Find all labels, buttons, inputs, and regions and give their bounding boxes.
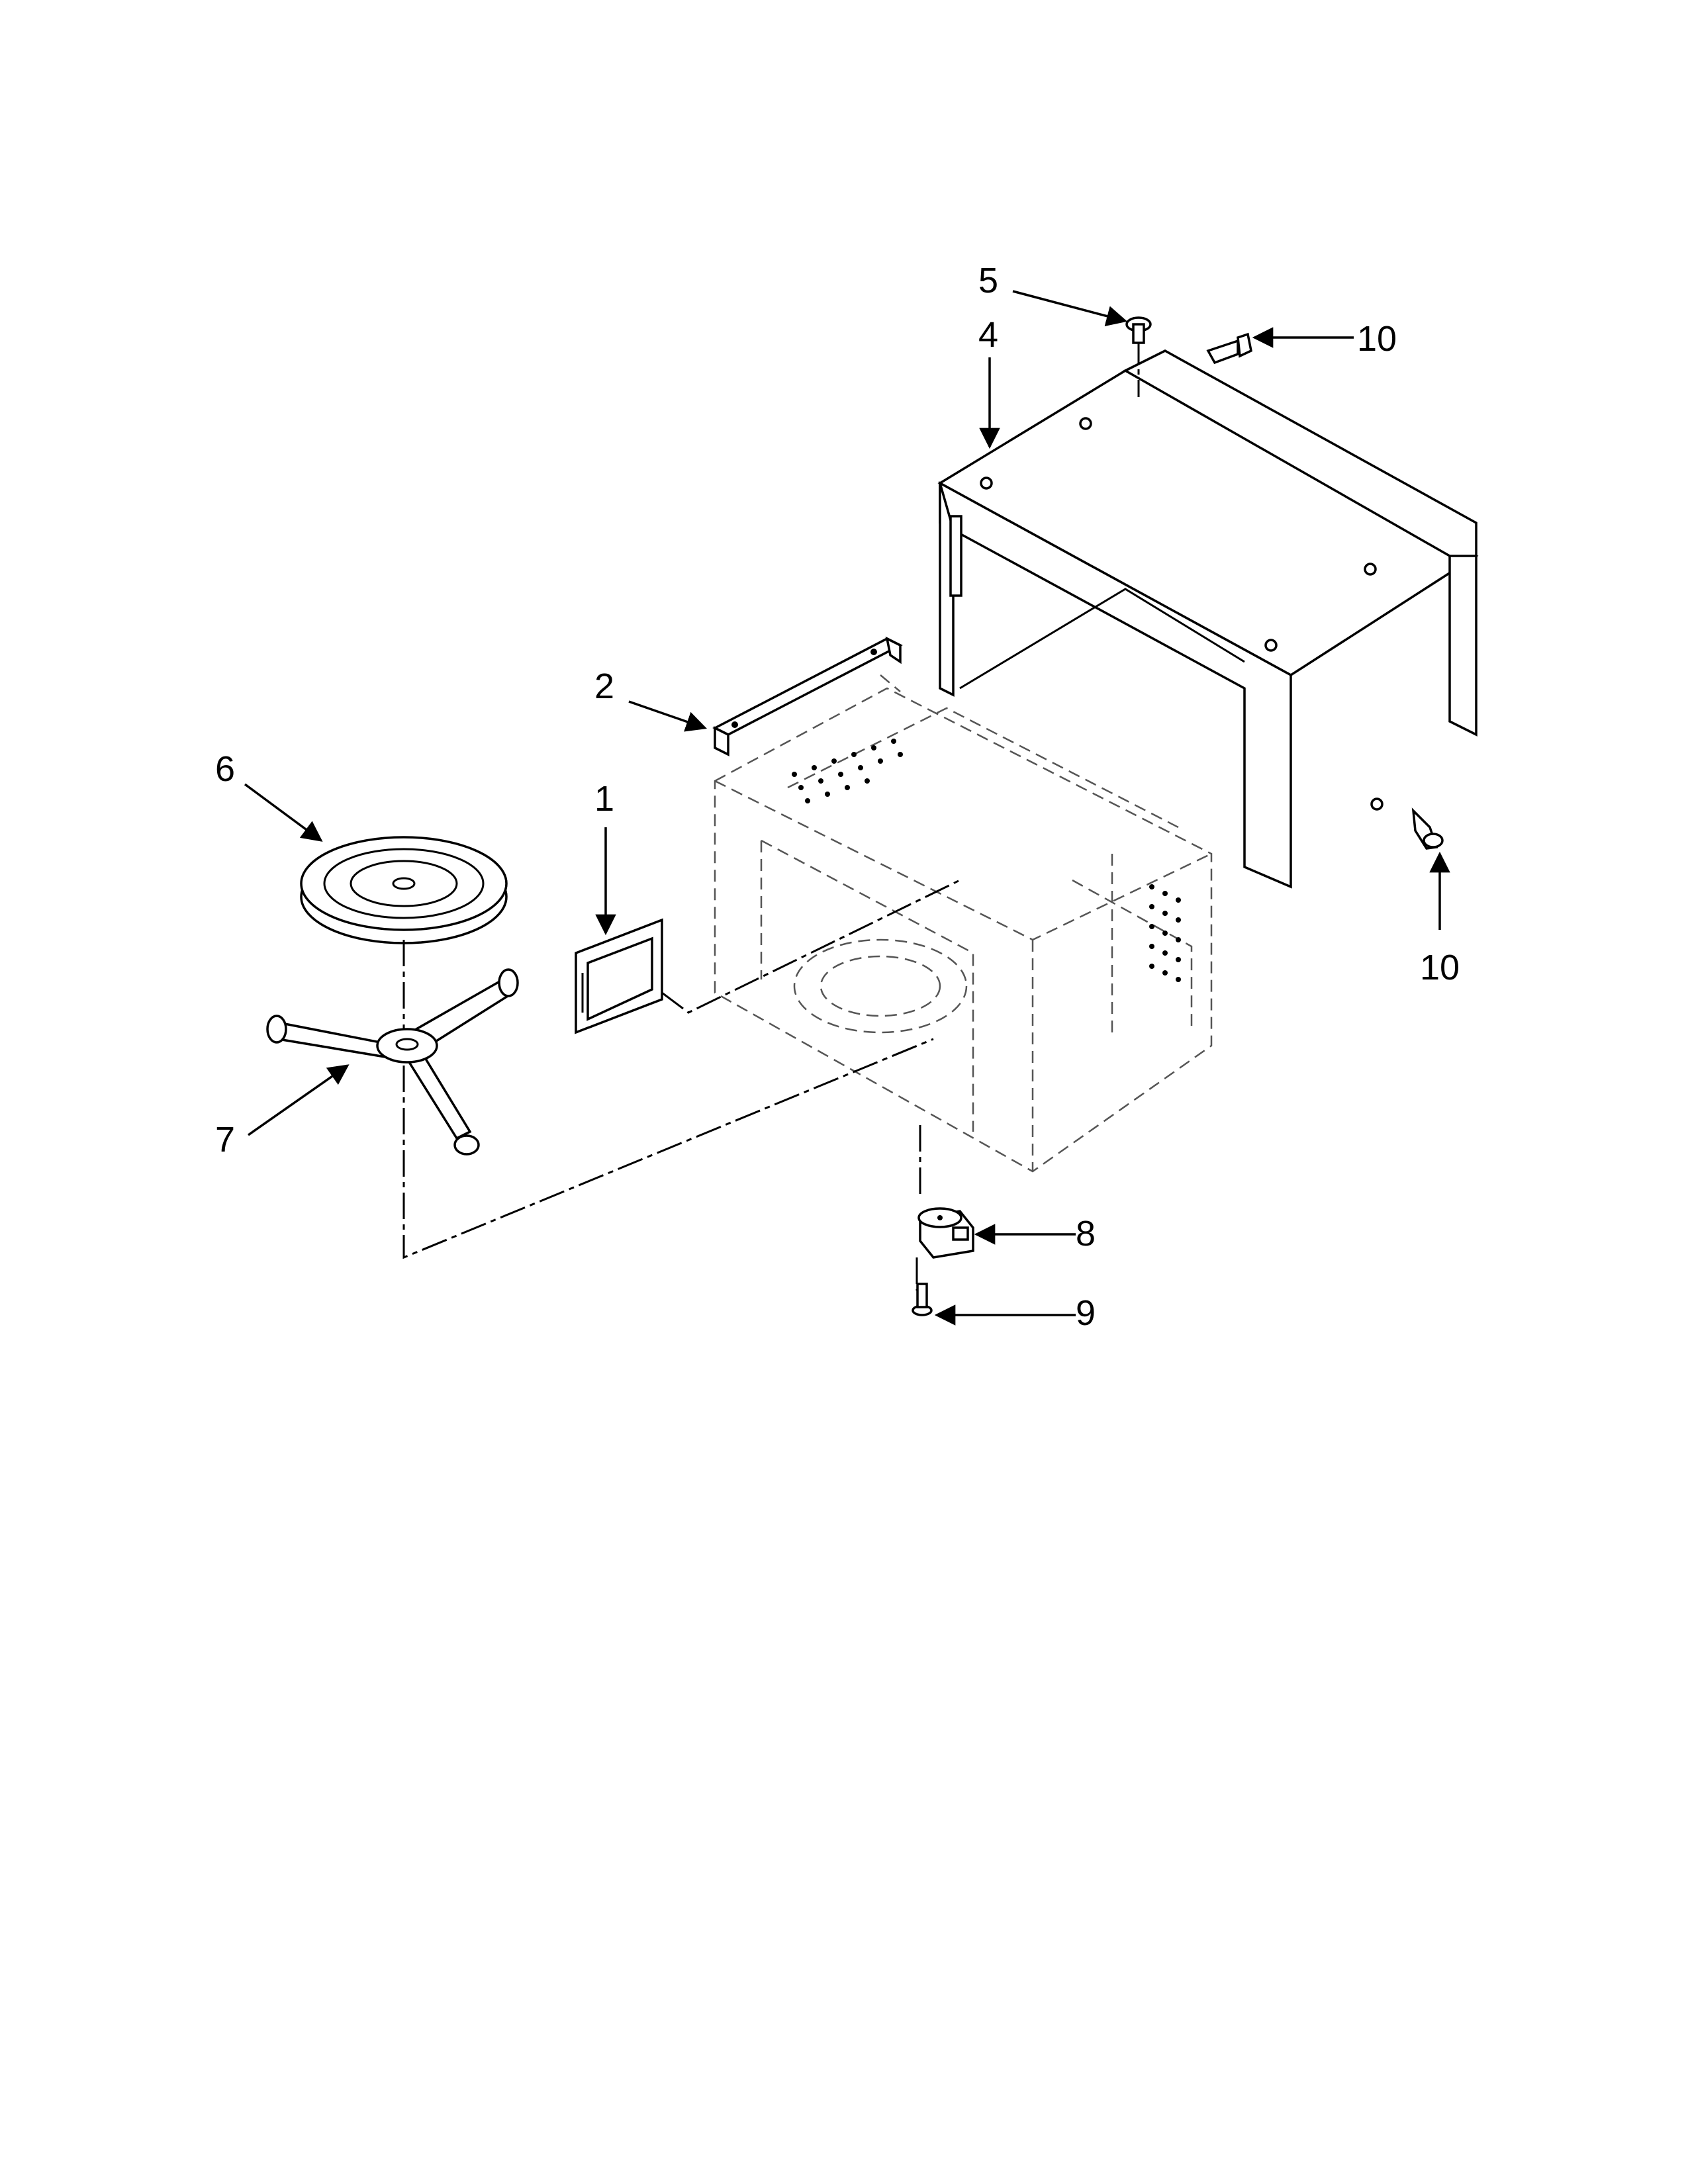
top-mounting-bracket	[712, 636, 903, 756]
callout-2: 2	[594, 666, 614, 706]
screw-lower	[1411, 807, 1444, 850]
outer-cabinet-wrapper	[937, 349, 1479, 889]
callout-labels: 5 4 10 2 1 6 7 8 9 10	[215, 261, 1460, 1333]
callout-9: 9	[1076, 1293, 1096, 1333]
callout-6: 6	[215, 749, 235, 789]
turntable-motor	[917, 1207, 974, 1259]
callout-10-upper: 10	[1357, 319, 1397, 359]
callout-4: 4	[978, 315, 998, 355]
callout-10-lower: 10	[1420, 948, 1460, 987]
callout-7: 7	[215, 1120, 235, 1160]
turntable-roller-support	[266, 968, 519, 1156]
callout-8: 8	[1076, 1214, 1096, 1253]
callout-1: 1	[594, 779, 614, 819]
oven-cavity-dashed	[714, 674, 1213, 1173]
screw-upper	[1206, 332, 1252, 365]
callout-arrows	[244, 290, 1450, 1326]
vent-holes	[792, 739, 1181, 982]
top-plug-fastener	[1125, 316, 1152, 344]
waveguide-cover-frame	[575, 918, 663, 1034]
turntable-glass-tray	[300, 836, 508, 944]
motor-screw	[912, 1283, 933, 1316]
callout-5: 5	[978, 261, 998, 300]
